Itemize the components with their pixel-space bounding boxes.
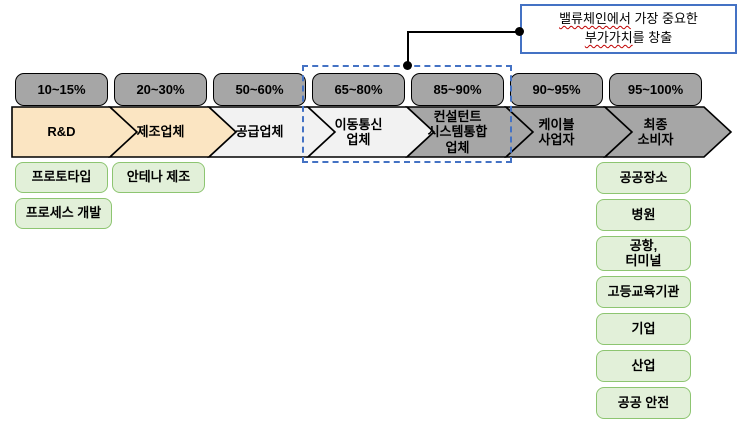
note-box: 공항, 터미널 (596, 236, 691, 271)
note-box: 기업 (596, 313, 691, 345)
percent-box: 65~80% (312, 73, 405, 106)
callout-line-1: 밸류체인에서 가장 중요한 (559, 10, 698, 29)
callout-text-wavy: 부가가치 (584, 30, 633, 45)
note-box: 프로토타입 (15, 162, 108, 193)
note-box: 산업 (596, 350, 691, 382)
callout-connector-vertical-line (407, 31, 409, 66)
percent-box: 95~100% (609, 73, 702, 106)
chain-arrow (602, 106, 733, 158)
percent-box: 10~15% (15, 73, 108, 106)
callout-text-wavy: 밸류체인에서 (559, 11, 631, 27)
chain-arrow-band (11, 106, 733, 158)
note-box: 고등교육기관 (596, 276, 691, 308)
note-box: 공공장소 (596, 162, 691, 194)
note-box: 병원 (596, 199, 691, 231)
note-box: 안테나 제조 (112, 162, 205, 193)
connector-endpoint-dot (403, 61, 412, 70)
percent-box: 90~95% (510, 73, 603, 106)
callout-connector-horizontal-line (408, 31, 520, 33)
percent-box: 85~90% (411, 73, 504, 106)
percent-box: 20~30% (114, 73, 207, 106)
percent-box: 50~60% (213, 73, 306, 106)
note-box: 공공 안전 (596, 387, 691, 419)
callout-text: 가장 중요한 (630, 11, 698, 27)
callout-box: 밸류체인에서 가장 중요한 부가가치를 창출 (520, 4, 737, 54)
callout-text: 를 창출 (632, 30, 673, 45)
connector-endpoint-dot (515, 27, 524, 36)
callout-line-2: 부가가치를 창출 (585, 29, 672, 48)
note-box: 프로세스 개발 (15, 198, 112, 229)
